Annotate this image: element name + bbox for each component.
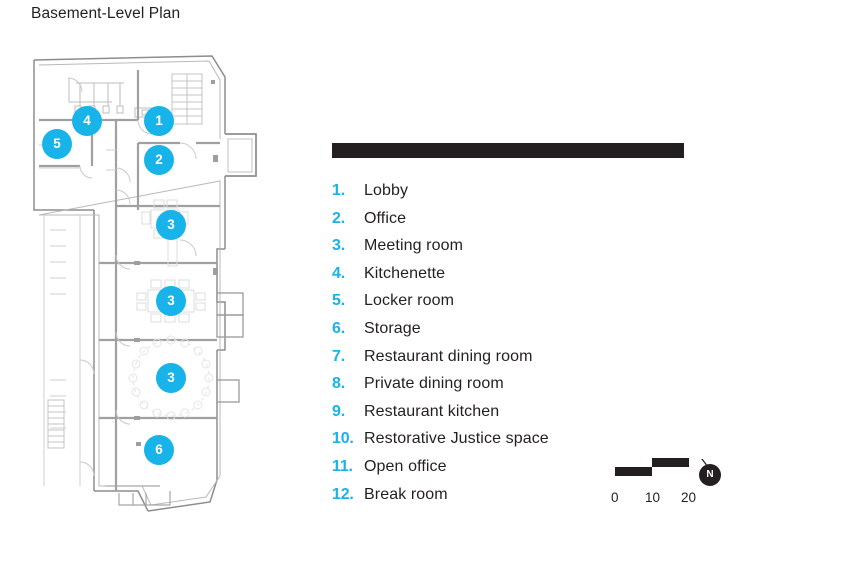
legend-number: 8. [332,375,345,393]
plan-marker-4[interactable]: 4 [72,106,102,136]
door-swings [67,77,197,477]
legend-label: Restaurant dining room [364,347,533,365]
legend-item-lobby[interactable]: 1. Lobby [332,182,752,210]
legend-item-office[interactable]: 2. Office [332,210,752,238]
legend-number: 7. [332,347,345,365]
plan-marker-3-b[interactable]: 3 [156,286,186,316]
legend-item-break-room[interactable]: 12. Break room [332,486,752,514]
legend-label: Storage [364,319,421,337]
north-arrow-icon: N [699,459,725,490]
floorplan-vector [33,55,257,512]
legend-number: 12. [332,485,354,503]
legend-item-storage[interactable]: 6. Storage [332,320,752,348]
interior-walls [39,70,220,491]
legend-panel: 1. Lobby 2. Office 3. Meeting room 4. Ki… [332,143,752,513]
legend-item-restaurant-dining-room[interactable]: 7. Restaurant dining room [332,348,752,376]
scale-tick-10: 10 [645,490,661,505]
legend-label: Office [364,209,407,227]
legend-label: Kitchenette [364,264,446,282]
legend-item-kitchenette[interactable]: 4. Kitchenette [332,265,752,293]
stair-lower [47,399,65,449]
north-circle-bg [699,464,721,486]
legend-label: Lobby [364,182,409,199]
legend-item-locker-room[interactable]: 5. Locker room [332,292,752,320]
page-title: Basement-Level Plan [31,5,181,22]
legend-label: Locker room [364,292,455,310]
scale-and-north-group: 0 10 20 N [610,455,740,515]
scalebar-segment-0-10 [615,467,652,476]
legend-divider-bar [332,143,684,158]
entry-vestibule-inner [227,138,253,173]
legend-label: Restaurant kitchen [364,402,500,420]
plan-marker-3-c[interactable]: 3 [156,363,186,393]
perimeter-poche [34,56,256,512]
stair-upper [171,73,203,125]
legend-list: 1. Lobby 2. Office 3. Meeting room 4. Ki… [332,182,752,513]
legend-label: Private dining room [364,375,504,393]
legend-item-open-office[interactable]: 11. Open office [332,458,752,486]
legend-number: 4. [332,264,345,282]
scale-tick-0: 0 [611,490,619,505]
legend-number: 5. [332,292,345,310]
north-letter: N [706,469,714,480]
legend-number: 3. [332,237,345,255]
right-annex [216,292,244,403]
scale-tick-20: 20 [681,490,697,505]
legend-number: 6. [332,319,345,337]
legend-number: 2. [332,209,345,227]
legend-item-meeting-room[interactable]: 3. Meeting room [332,237,752,265]
floorplan-drawing: 4 5 1 2 3 3 3 6 [20,50,300,520]
bottom-entry [105,485,171,506]
legend-number: 9. [332,402,345,420]
plan-marker-5[interactable]: 5 [42,129,72,159]
plan-marker-3-a[interactable]: 3 [156,210,186,240]
legend-label: Restorative Justice space [364,430,549,448]
entry-vestibule [225,133,257,177]
legend-number: 10. [332,430,354,448]
legend-item-private-dining-room[interactable]: 8. Private dining room [332,375,752,403]
legend-number: 1. [332,182,345,199]
building-outline [33,55,257,512]
legend-item-restorative-justice-space[interactable]: 10. Restorative Justice space [332,430,752,458]
plan-marker-2[interactable]: 2 [144,145,174,175]
legend-label: Break room [364,485,448,503]
furniture-meeting-c [128,335,214,421]
legend-label: Open office [364,457,447,475]
legend-label: Meeting room [364,237,464,255]
scalebar-segment-10-20 [652,458,689,467]
legend-number: 11. [332,457,353,475]
plan-marker-6[interactable]: 6 [144,435,174,465]
plan-marker-1[interactable]: 1 [144,106,174,136]
legend-item-restaurant-kitchen[interactable]: 9. Restaurant kitchen [332,403,752,431]
